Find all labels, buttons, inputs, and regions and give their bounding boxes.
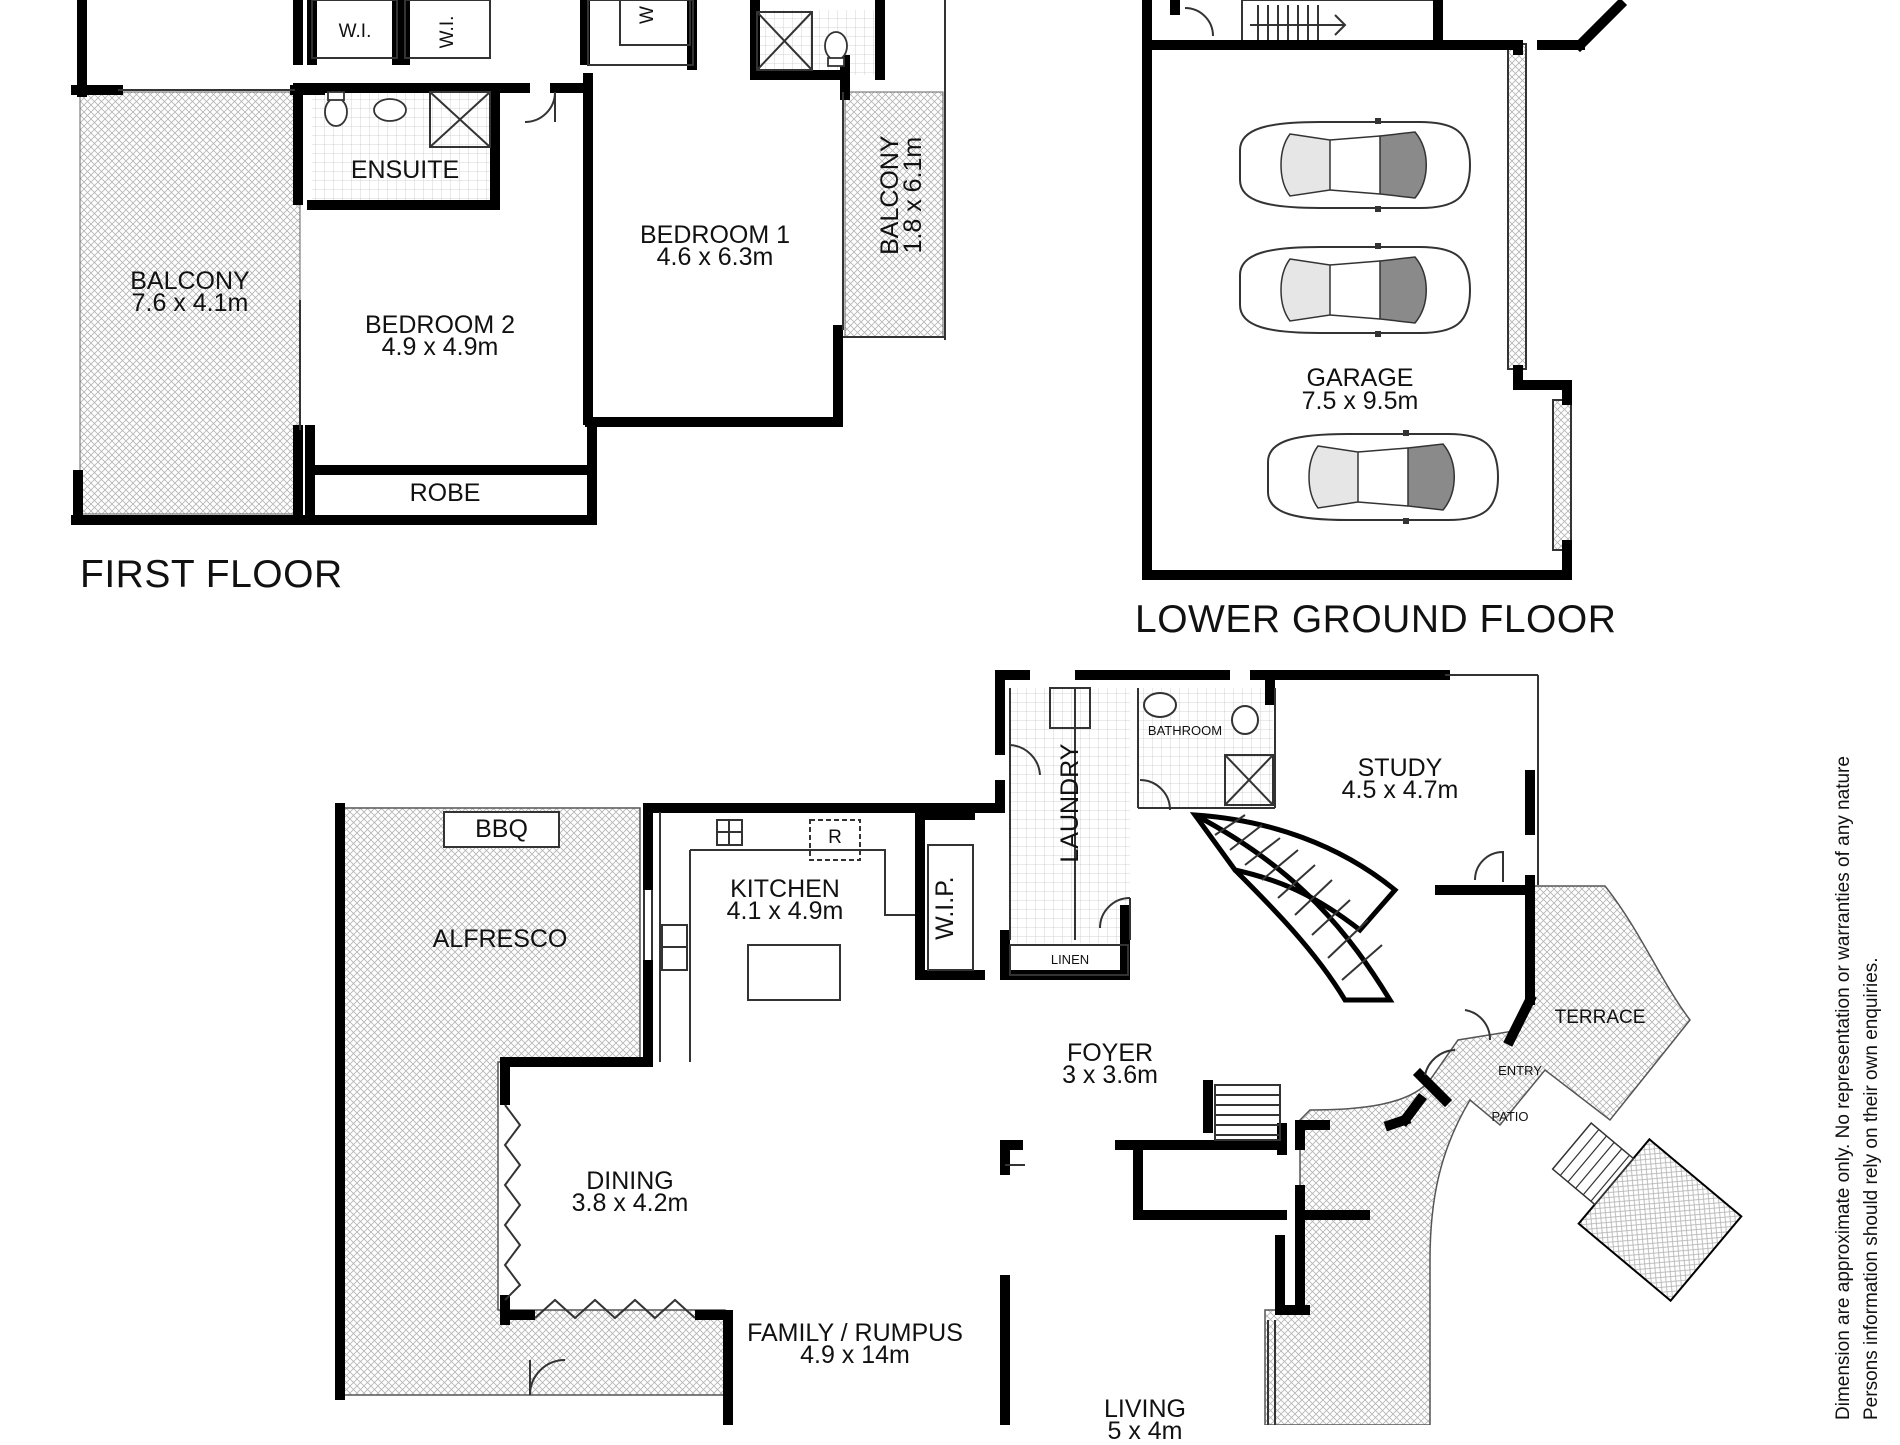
wir-label-1: W.I.	[338, 21, 372, 42]
disclaimer-line-1: Dimension are approximate only. No repre…	[1833, 756, 1854, 1420]
bedroom2-size: 4.9 x 4.9m	[381, 333, 499, 361]
garage-size: 7.5 x 9.5m	[1301, 387, 1419, 415]
wip-label: W.I.P.	[930, 876, 959, 940]
garage-name: GARAGE	[1306, 364, 1414, 392]
study-name: STUDY	[1357, 754, 1443, 782]
patio-label: PATIO	[1491, 1109, 1529, 1124]
wir-label-2: W.I.	[437, 15, 459, 49]
foyer-name: FOYER	[1066, 1039, 1154, 1067]
bedroom1-name: BEDROOM 1	[639, 221, 791, 249]
family-name: FAMILY / RUMPUS	[747, 1319, 963, 1347]
laundry-label: LAUNDRY	[1055, 743, 1084, 863]
living-size: 5 x 4m	[1107, 1417, 1183, 1445]
bedroom1-size: 4.6 x 6.3m	[656, 243, 774, 271]
balcony-big-name: BALCONY	[130, 267, 250, 295]
study-size: 4.5 x 4.7m	[1341, 776, 1459, 804]
living-name: LIVING	[1104, 1395, 1186, 1423]
first-floor-title: FIRST FLOOR	[80, 553, 343, 596]
fridge-label: R	[828, 827, 842, 848]
ground-floor-plan	[335, 670, 1743, 1425]
kitchen-size: 4.1 x 4.9m	[726, 897, 844, 925]
alfresco-label: ALFRESCO	[432, 925, 568, 953]
balcony-big-size: 7.6 x 4.1m	[131, 289, 249, 317]
garage-cars	[1239, 117, 1499, 525]
family-size: 4.9 x 14m	[800, 1341, 910, 1369]
ensuite-label: ENSUITE	[350, 156, 460, 184]
first-floor-plan	[71, 0, 946, 525]
lower-ground-floor-title: LOWER GROUND FLOOR	[1135, 598, 1617, 641]
dining-size: 3.8 x 4.2m	[571, 1189, 689, 1217]
terrace-label: TERRACE	[1554, 1007, 1646, 1028]
disclaimer-line-2: Persons information should rely on their…	[1861, 957, 1882, 1420]
kitchen-name: KITCHEN	[730, 875, 840, 903]
balcony-small-size: 1.8 x 6.1m	[898, 136, 927, 254]
bbq-label: BBQ	[475, 815, 528, 843]
entry-label: ENTRY	[1498, 1063, 1542, 1078]
dining-name: DINING	[586, 1167, 674, 1195]
wir-label-3: W	[637, 6, 659, 24]
linen-label: LINEN	[1050, 952, 1090, 967]
bathroom-label: BATHROOM	[1147, 723, 1223, 738]
bedroom2-name: BEDROOM 2	[364, 311, 516, 339]
robe-label: ROBE	[409, 479, 481, 507]
foyer-size: 3 x 3.6m	[1062, 1061, 1158, 1089]
lower-ground-floor-plan	[1142, 0, 1628, 580]
disclaimer: Dimension are approximate only. No repre…	[1830, 640, 1882, 1420]
